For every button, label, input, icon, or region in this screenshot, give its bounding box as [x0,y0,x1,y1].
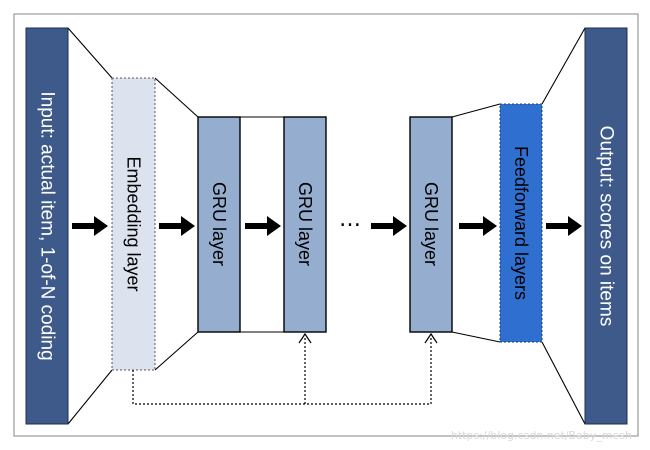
arrow-gru3-to-feedforward [459,216,497,236]
skip-connection-path [132,336,432,405]
skip-connection-arrowheads [298,332,438,344]
gru-layer-2-label: GRU layer [295,182,315,266]
outer-frame [13,13,639,437]
gru-layer-3-label: GRU layer [421,182,441,266]
embedding-layer-box [111,77,156,371]
skip-arrowhead-gru2 [298,332,312,344]
arrow-embedding-to-gru1 [159,216,195,236]
watermark-text: https://blog.csdn.net/Baby_mesh [450,429,632,442]
feedforward-layers-label: Feedforward layers [511,146,531,300]
connector-lines [67,27,586,425]
ellipsis: … [339,207,361,232]
gru-layer-1-label: GRU layer [209,182,229,266]
feedforward-layers-box [499,103,543,343]
embedding-skip-connections [132,336,432,405]
gru-layer-2-box [283,116,327,333]
arrow-feedforward-to-output [546,216,582,236]
output-box [584,27,628,425]
gru-layer-1-box [197,116,241,333]
embedding-layer-label: Embedding layer [124,156,144,291]
forward-arrows [72,216,582,236]
arrow-input-to-embedding [72,216,108,236]
output-label: Output: scores on items [596,126,617,327]
skip-arrowhead-gru3 [424,332,438,344]
input-box [25,27,69,425]
arrow-gru1-to-gru2 [245,216,281,236]
arrow-ellipsis-to-gru3 [371,216,407,236]
input-label: Input: actual item, 1-of-N coding [37,91,58,360]
gru-layer-3-box [409,116,453,333]
